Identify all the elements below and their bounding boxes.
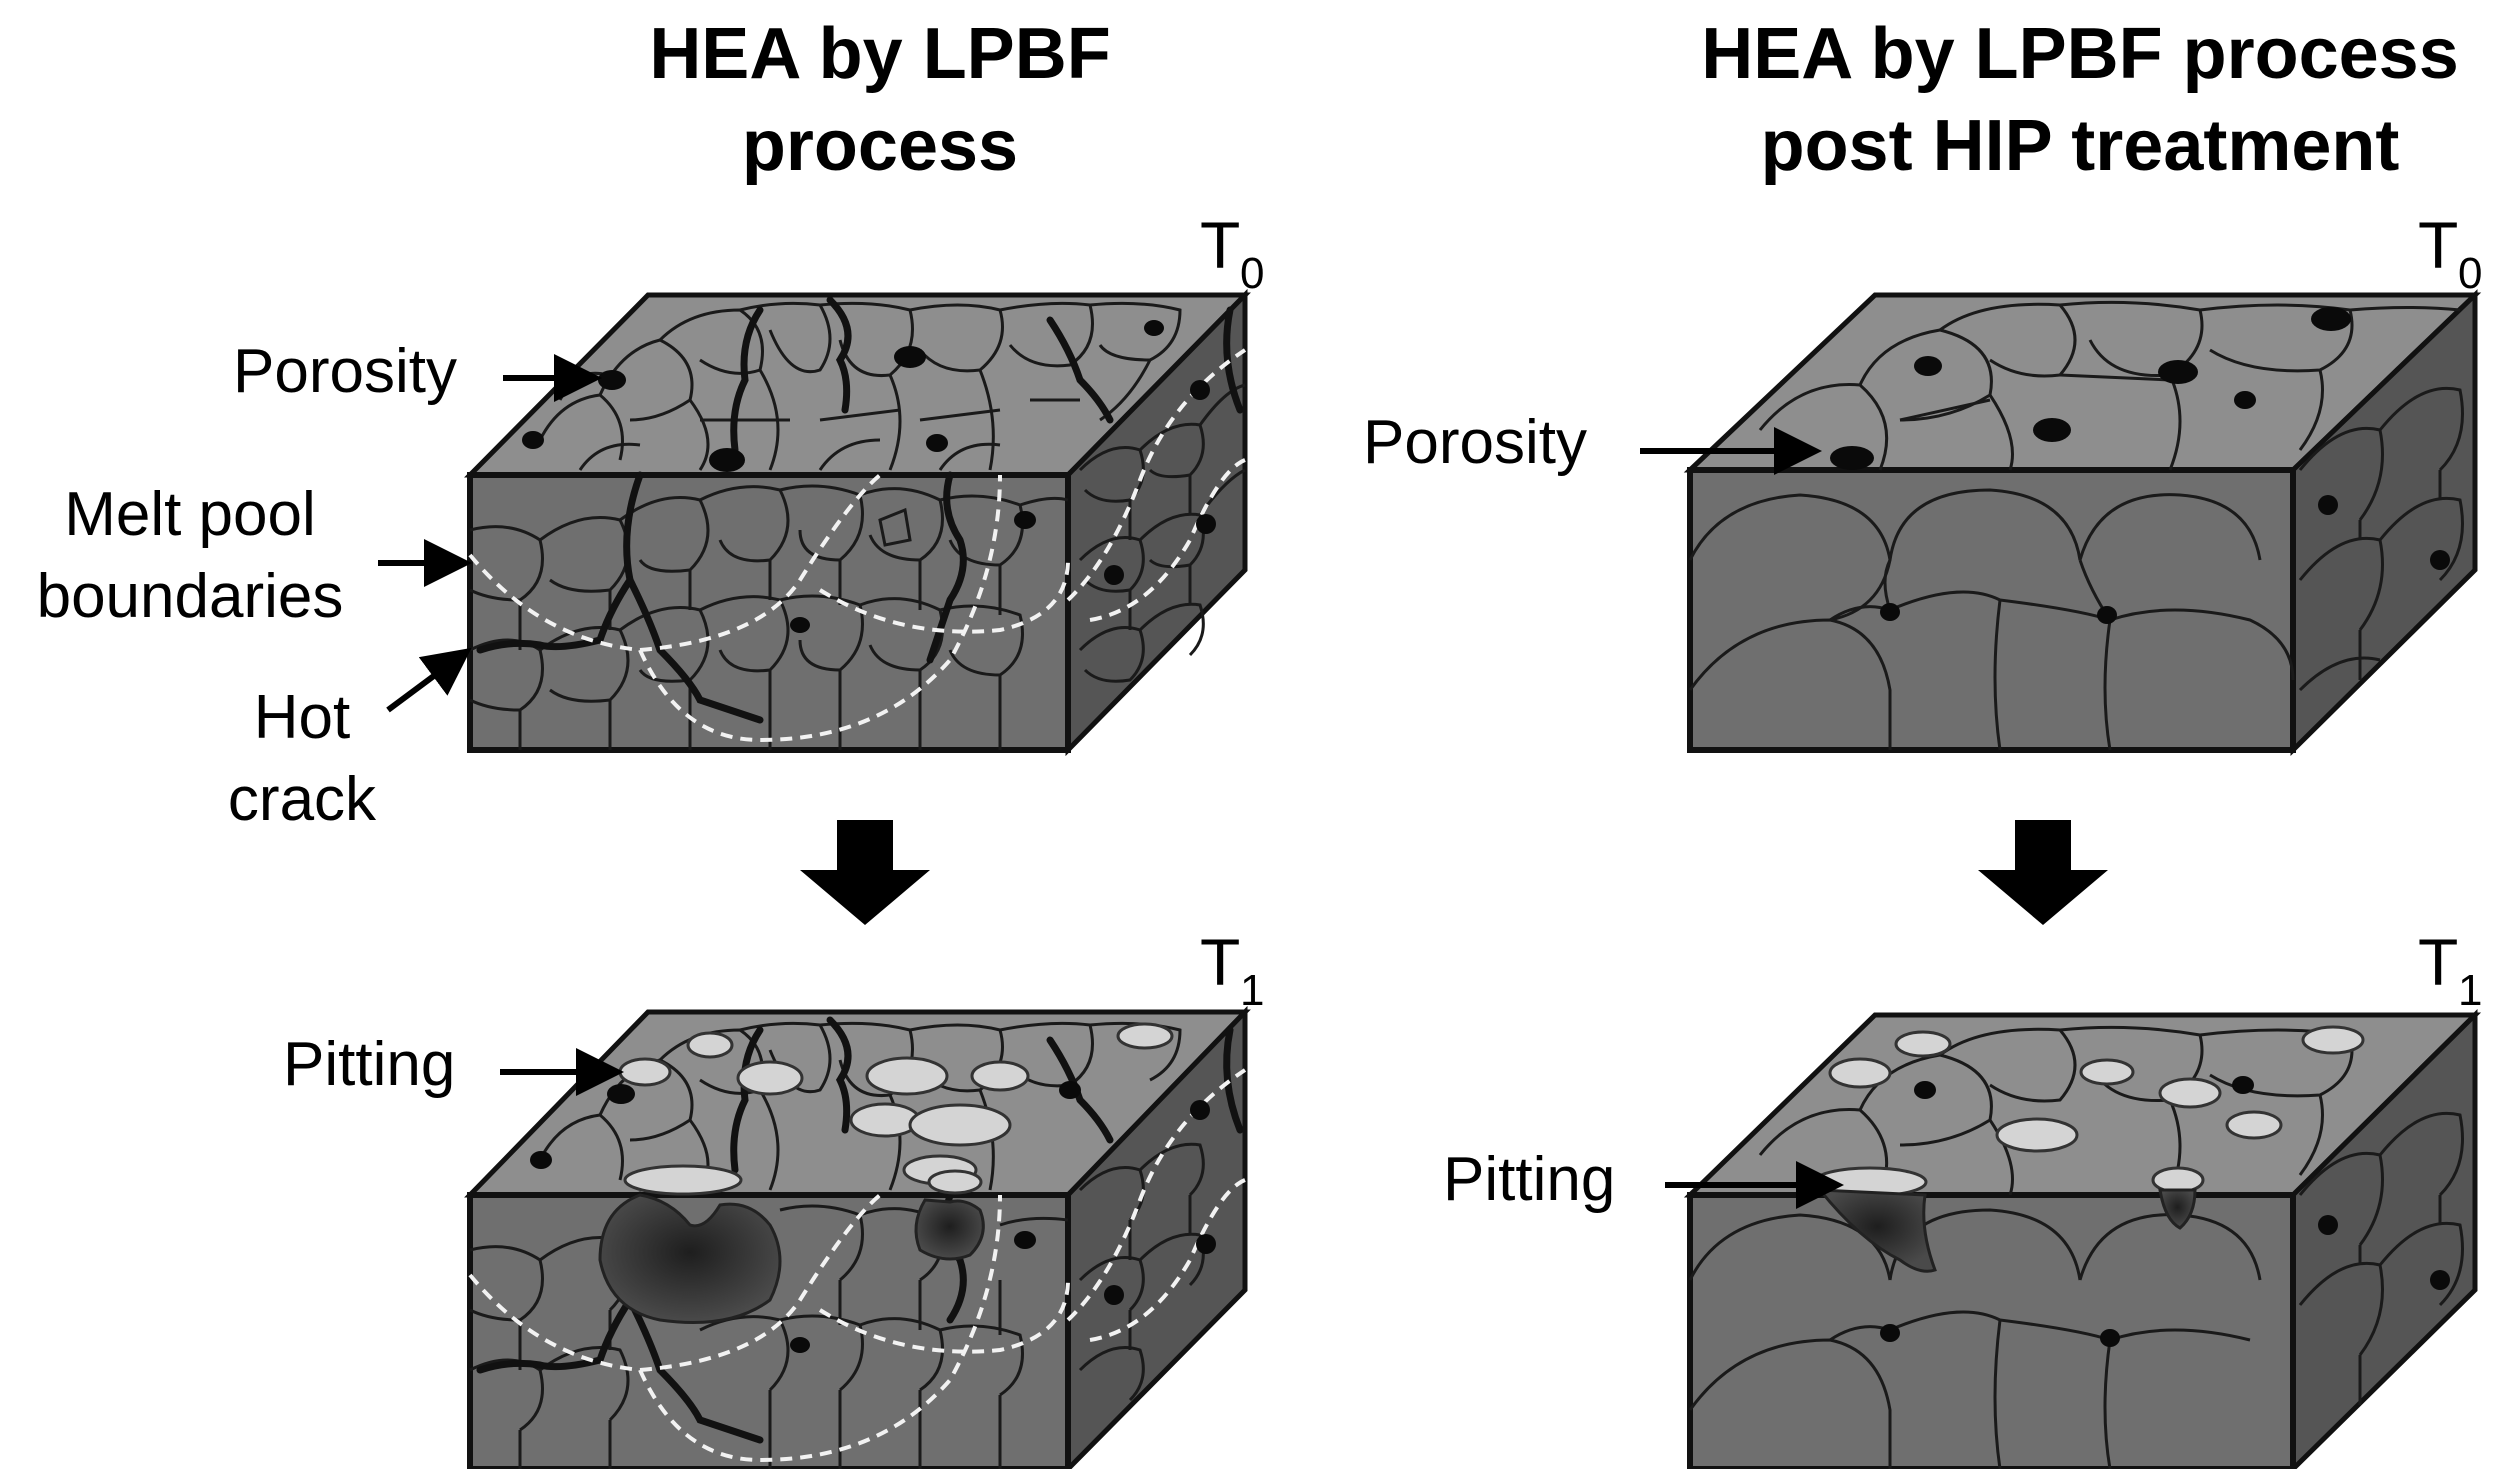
melt-pool-label-line2: boundaries	[37, 562, 344, 631]
left-t1-label: T	[1200, 925, 1240, 999]
left-pitting-label: Pitting	[283, 1030, 455, 1099]
left-t1-sub: 1	[1240, 966, 1264, 1015]
left-title-line2: process	[742, 106, 1018, 186]
left-title-line1: HEA by LPBF	[649, 14, 1110, 94]
hot-crack-arrow	[386, 647, 472, 713]
right-t1-block	[1683, 1009, 2482, 1469]
left-t0-sub: 0	[1240, 249, 1264, 298]
melt-pool-label-line1: Melt pool	[64, 480, 316, 549]
right-t1-sub: 1	[2458, 966, 2482, 1015]
right-title-line1: HEA by LPBF process	[1701, 14, 2459, 94]
right-t0-block	[1683, 289, 2482, 756]
right-t1-label: T	[2418, 925, 2458, 999]
right-t0-label: T	[2418, 208, 2458, 282]
hot-crack-label-line2: crack	[228, 765, 377, 834]
left-down-arrow	[800, 820, 930, 925]
right-t0-sub: 0	[2458, 249, 2482, 298]
left-porosity-label: Porosity	[233, 337, 457, 406]
right-down-arrow	[1978, 820, 2108, 925]
hot-crack-label-line1: Hot	[254, 683, 350, 752]
right-title-line2: post HIP treatment	[1761, 106, 2400, 186]
left-t1-block	[464, 1005, 1251, 1469]
left-t0-label: T	[1200, 208, 1240, 282]
right-porosity-label: Porosity	[1363, 408, 1587, 477]
right-pitting-label: Pitting	[1443, 1145, 1615, 1214]
left-t0-block	[464, 288, 1251, 757]
